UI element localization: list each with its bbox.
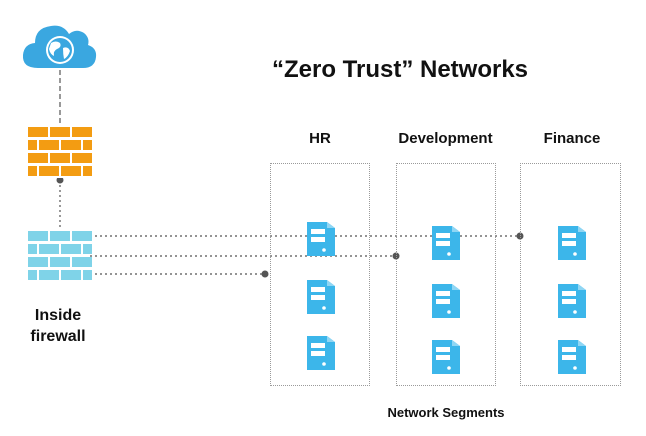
hr-node-dot <box>261 270 269 278</box>
cloud-globe-icon <box>22 25 97 69</box>
server-icon <box>432 226 460 260</box>
server-icon <box>307 336 335 370</box>
outer-firewall-icon <box>28 126 92 178</box>
segment-label-development: Development <box>398 130 493 147</box>
page-title: “Zero Trust” Networks <box>271 56 529 83</box>
server-icon <box>432 340 460 374</box>
segment-label-finance: Finance <box>543 130 601 147</box>
firewall-node-dot <box>56 176 64 184</box>
server-icon <box>558 340 586 374</box>
inside-firewall-line1: Inside <box>34 307 82 324</box>
segment-box-hr <box>270 163 370 386</box>
server-icon <box>558 284 586 318</box>
server-icon <box>432 284 460 318</box>
segment-label-hr: HR <box>309 130 331 147</box>
segment-box-development <box>396 163 496 386</box>
inner-firewall-icon <box>28 231 92 280</box>
inside-firewall-line2: firewall <box>30 328 86 345</box>
inside-firewall-label: Inside firewall <box>8 305 108 347</box>
server-icon <box>307 222 335 256</box>
network-segments-label: Network Segments <box>387 405 505 420</box>
server-icon <box>558 226 586 260</box>
server-icon <box>307 280 335 314</box>
segment-box-finance <box>520 163 621 386</box>
